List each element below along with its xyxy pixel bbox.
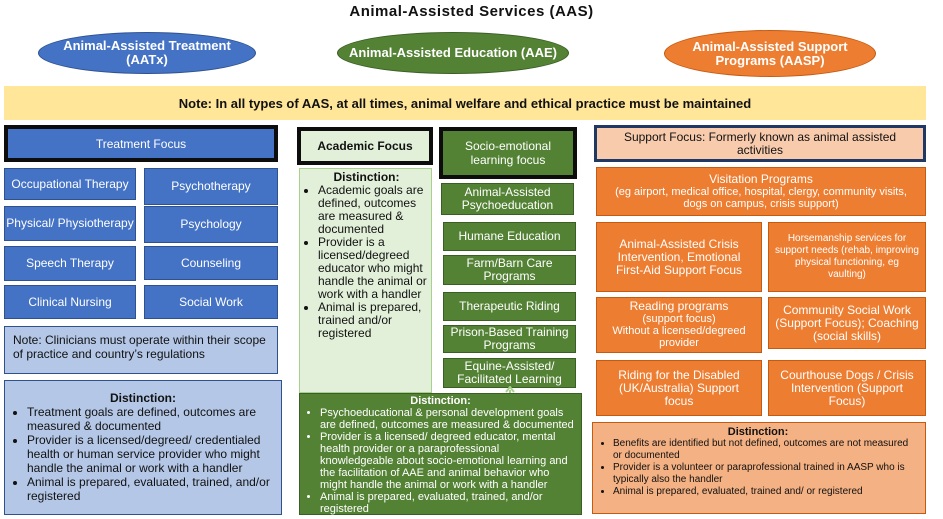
riding-disabled-box: Riding for the Disabled (UK/Australia) S… [596,360,762,416]
reading-detail: Without a licensed/degreed provider [612,325,746,349]
distinction-title: Distinction: [333,170,400,184]
distinction-item: Treatment goals are defined, outcomes ar… [27,405,273,433]
distinction-item: Provider is a licensed/degreed educator … [318,236,427,301]
support-distinction: Distinction: Benefits are identified but… [592,422,926,514]
distinction-item: Academic goals are defined, outcomes are… [318,184,427,236]
aae-ellipse: Animal-Assisted Education (AAE) [337,32,569,74]
distinction-item: Animal is prepared, trained and/or regis… [318,301,427,340]
reading-programs-box: Reading programs (support focus) Without… [596,297,762,353]
treatment-item-psychotherapy: Psychotherapy [144,168,278,205]
treatment-distinction: Distinction: Treatment goals are defined… [4,380,282,515]
socio-item-farm-barn-care: Farm/Barn Care Programs [443,255,576,285]
distinction-item: Psychoeducational & personal development… [320,407,575,431]
treatment-item-psychology: Psychology [144,206,278,243]
socio-distinction: Distinction: Psychoeducational & persona… [299,393,582,515]
socio-item-equine-assisted: Equine-Assisted/ Facilitated Learning [443,358,576,388]
distinction-title: Distinction: [410,395,471,407]
distinction-title: Distinction: [110,391,176,405]
distinction-item: Animal is prepared, evaluated, trained, … [27,475,273,503]
distinction-item: Animal is prepared, evaluated, trained a… [613,486,917,498]
page-title: Animal-Assisted Services (AAS) [349,3,594,20]
visitation-detail: (eg airport, medical office, hospital, c… [615,186,907,210]
socio-item-prison-training: Prison-Based Training Programs [443,325,576,353]
visitation-programs-box: Visitation Programs (eg airport, medical… [596,167,926,216]
treatment-item-social-work: Social Work [144,285,278,319]
visitation-title: Visitation Programs [709,172,813,186]
clinician-note: Note: Clinicians must operate within the… [4,326,278,374]
treatment-item-counseling: Counseling [144,246,278,280]
welfare-note: Note: In all types of AAS, at all times,… [4,86,926,120]
courthouse-dogs-box: Courthouse Dogs / Crisis Intervention (S… [768,360,926,416]
community-social-work-box: Community Social Work (Support Focus); C… [768,297,926,349]
treatment-item-speech-therapy: Speech Therapy [4,246,136,281]
distinction-title: Distinction: [727,426,789,438]
aasp-ellipse: Animal-Assisted Support Programs (AASP) [664,30,876,77]
support-focus-header: Support Focus: Formerly known as animal … [594,125,926,162]
distinction-item: Provider is a licensed/ degreed educator… [320,431,575,491]
distinction-item: Provider is a volunteer or paraprofessio… [613,462,917,486]
distinction-item: Provider is a licensed/degreed/ credenti… [27,433,273,475]
academic-focus-header: Academic Focus [297,127,433,165]
horsemanship-box: Horsemanship services for support needs … [768,222,926,292]
socio-item-psychoeducation: Animal-Assisted Psychoeducation [441,183,574,215]
reading-title: Reading programs [629,299,729,313]
socio-item-therapeutic-riding: Therapeutic Riding [443,292,576,321]
academic-distinction: Distinction: Academic goals are defined,… [299,168,432,393]
distinction-item: Animal is prepared, evaluated, trained, … [320,491,575,515]
socio-item-humane-education: Humane Education [443,222,576,251]
reading-focus: (support focus) [642,313,716,325]
treatment-item-physiotherapy: Physical/ Physiotherapy [4,206,136,241]
treatment-item-occupational-therapy: Occupational Therapy [4,168,136,200]
treatment-item-clinical-nursing: Clinical Nursing [4,285,136,319]
treatment-focus-header: Treatment Focus [4,125,278,162]
crisis-intervention-box: Animal-Assisted Crisis Intervention, Emo… [596,222,762,292]
distinction-item: Benefits are identified but not defined,… [613,438,917,462]
socio-emotional-header: Socio-emotional learning focus [439,127,577,179]
aatx-ellipse: Animal-Assisted Treatment (AATx) [38,32,256,74]
